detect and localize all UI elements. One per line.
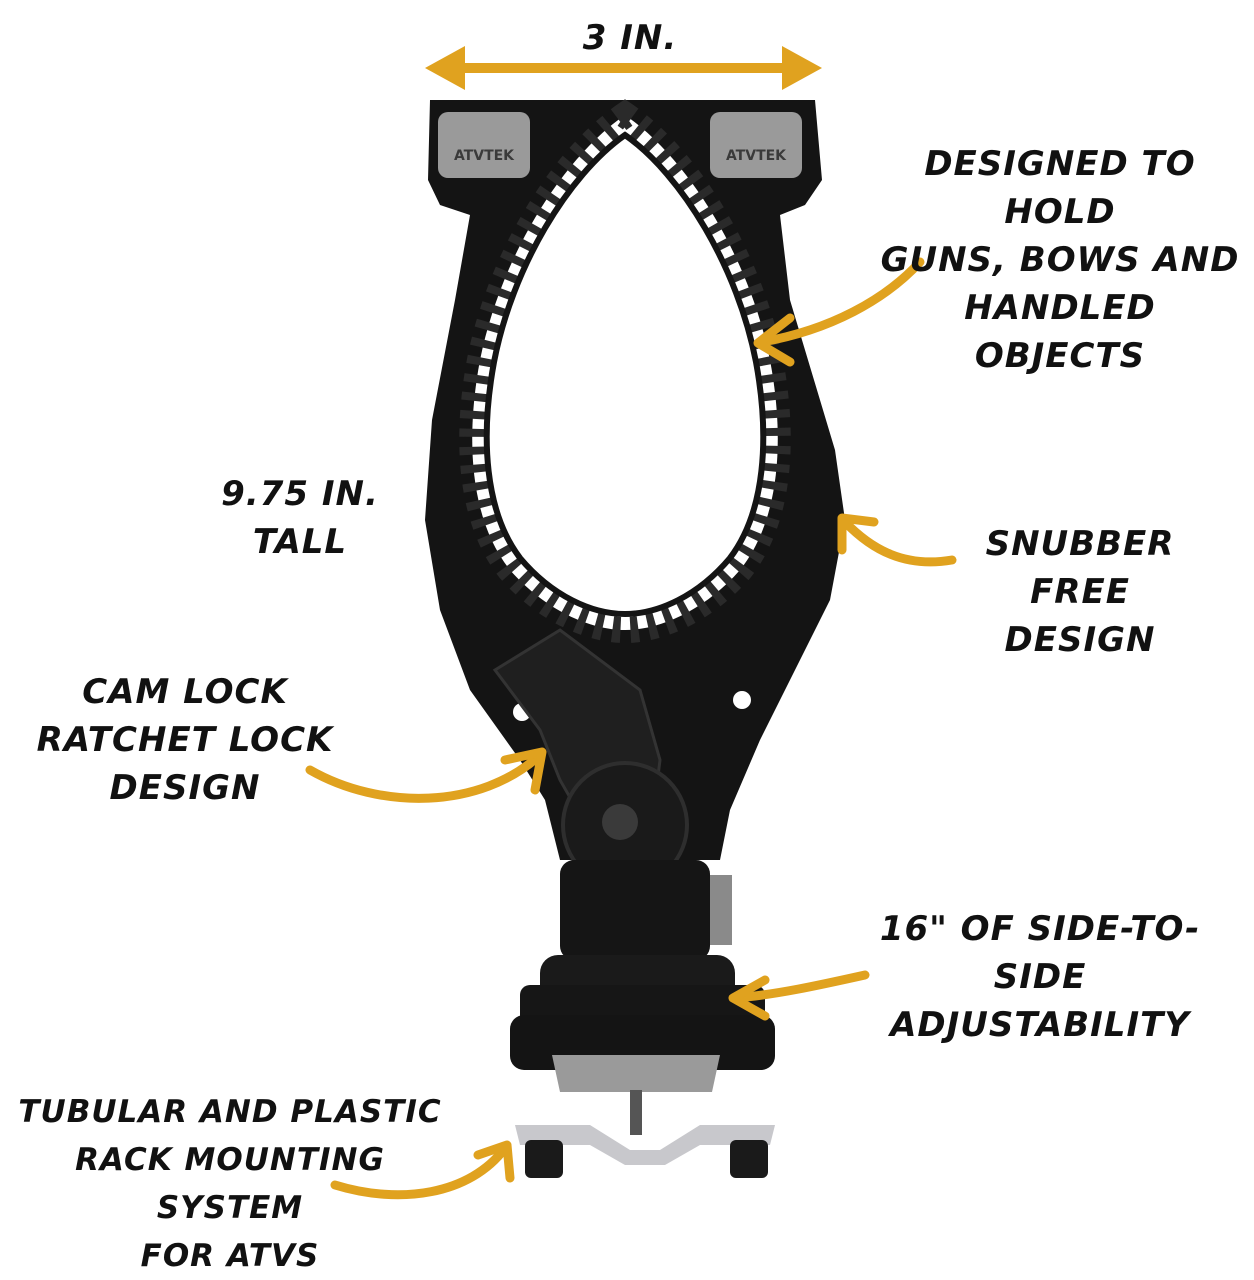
- arrow-hold: [757, 257, 925, 347]
- arrow-camlock: [305, 750, 545, 803]
- product-infographic: ATVTEK ATVTEK: [18, 18, 1240, 1274]
- logo-badge-right: [710, 112, 802, 178]
- logo-badge-left: [438, 112, 530, 178]
- height-callout: 9.75 IN. TALL: [221, 474, 379, 562]
- width-label: 3 IN.: [582, 18, 678, 58]
- arrow-hold-head: [753, 313, 795, 367]
- arrow-snubber: [840, 517, 957, 567]
- adjust-callout: 16" OF SIDE-TO-SIDE ADJUSTABILITY: [879, 909, 1201, 1045]
- cam-lock-lever: [492, 628, 689, 889]
- arrow-camlock-head: [500, 747, 547, 795]
- hold-callout: DESIGNED TO HOLD GUNS, BOWS AND HANDLED …: [880, 144, 1240, 376]
- badge-right-text: ATVTEK: [726, 148, 787, 164]
- badge-left-text: ATVTEK: [454, 148, 515, 164]
- swivel-mount: [510, 860, 775, 1178]
- callout-arrows: [305, 257, 957, 1200]
- mount-callout: TUBULAR AND PLASTIC RACK MOUNTING SYSTEM…: [18, 1094, 442, 1274]
- arrow-mount: [330, 1143, 510, 1200]
- arrow-adjust: [730, 970, 870, 1003]
- arrow-adjust-head: [728, 975, 770, 1021]
- product-illustration: ATVTEK ATVTEK: [305, 46, 957, 1200]
- arrow-mount-head: [473, 1140, 515, 1183]
- arrow-snubber-head: [837, 513, 879, 555]
- adjust-knob: [552, 1055, 720, 1092]
- mount-hole-right: [733, 691, 751, 709]
- snubber-callout: SNUBBER FREE DESIGN: [985, 524, 1175, 660]
- camlock-callout: CAM LOCK RATCHET LOCK DESIGN: [36, 672, 334, 808]
- width-dimension-arrow: [425, 46, 822, 90]
